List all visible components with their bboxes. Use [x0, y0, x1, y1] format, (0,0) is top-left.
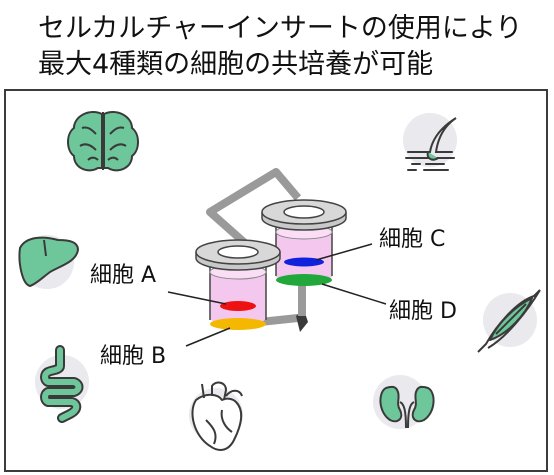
- culture-insert-front: [195, 239, 281, 330]
- liver-icon: [18, 236, 79, 287]
- skin-hair-icon: [405, 117, 457, 171]
- brain-icon: [67, 110, 139, 172]
- insert-stand: [206, 168, 308, 332]
- cell-d-layer: [276, 274, 332, 286]
- cell-d-leader: [321, 283, 387, 305]
- label-cell-a: 細胞 A: [90, 263, 156, 288]
- label-cell-d: 細胞 D: [389, 299, 457, 324]
- cell-a-leader: [167, 291, 227, 305]
- kidney-icon: [379, 385, 435, 429]
- label-cell-c: 細胞 C: [379, 227, 445, 252]
- cell-c-layer: [284, 257, 324, 267]
- cell-c-leader: [315, 243, 373, 261]
- cell-b-layer: [210, 318, 266, 330]
- title-line-2: 最大4種類の細胞の共培養が可能: [38, 49, 434, 80]
- muscle-icon: [477, 289, 541, 353]
- label-cell-b: 細胞 B: [100, 344, 166, 369]
- cell-a-layer: [220, 301, 256, 311]
- intestine-icon: [40, 345, 84, 423]
- diagram-frame: [4, 89, 548, 472]
- title-line-1: セルカルチャーインサートの使用により: [38, 13, 523, 44]
- cell-b-leader: [185, 327, 231, 347]
- heart-icon: [191, 381, 243, 451]
- culture-insert-back: [261, 199, 347, 286]
